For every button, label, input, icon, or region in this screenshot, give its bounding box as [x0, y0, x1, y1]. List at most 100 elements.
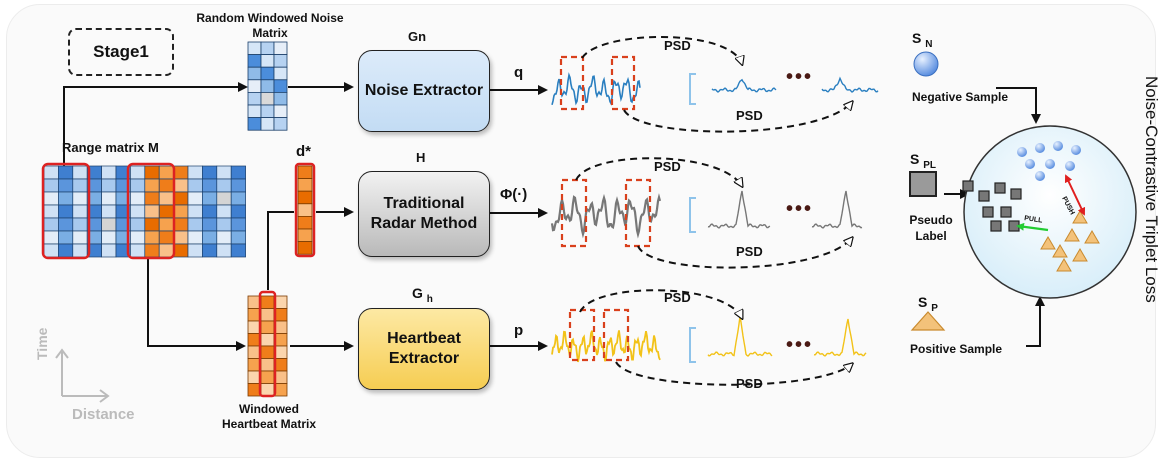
- positive-point: [1064, 228, 1080, 242]
- d-star-label: d*: [296, 143, 311, 160]
- range-matrix-cell: [58, 204, 74, 219]
- range-matrix-cell: [130, 204, 146, 219]
- stage-label: Stage1: [68, 28, 174, 76]
- noise-matrix-cell: [247, 79, 262, 93]
- psd-label-bot-2: PSD: [736, 376, 763, 391]
- line-column-to-dstar: [267, 211, 294, 290]
- range-matrix-cell: [158, 191, 174, 206]
- anchor-point: [962, 180, 974, 192]
- noise-window-2: [610, 55, 636, 111]
- range-matrix-cell: [58, 191, 74, 206]
- positive-point: [1072, 248, 1088, 262]
- noise-extractor-label: Noise Extractor: [364, 82, 484, 99]
- psd-radar-1: [707, 190, 771, 229]
- dstar-cell: [297, 241, 313, 255]
- noise-matrix-cell: [273, 117, 288, 131]
- range-matrix-cell: [43, 204, 59, 219]
- range-matrix-cell: [144, 243, 160, 258]
- range-matrix-cell: [130, 191, 146, 206]
- negative-sample-label: Negative Sample: [912, 90, 1009, 104]
- range-matrix-cell: [216, 191, 232, 206]
- connection-lines: [63, 82, 1045, 351]
- positive-point: [1040, 236, 1056, 250]
- psd-heartbeat-1: [707, 316, 773, 357]
- range-matrix-cell: [187, 178, 203, 193]
- negative-symbol: S N: [912, 30, 933, 50]
- range-matrix-cell: [72, 243, 88, 258]
- anchor-point: [1008, 220, 1020, 232]
- range-matrix-cell: [173, 243, 189, 258]
- positive-point: [1052, 244, 1068, 258]
- range-matrix-cell: [187, 217, 203, 232]
- bracket-mid: [689, 197, 696, 233]
- range-matrix-cell: [158, 243, 174, 258]
- psd-arc-bot-lower: [615, 361, 852, 386]
- range-matrix-cell: [202, 191, 218, 206]
- range-matrix-cell: [43, 178, 59, 193]
- radar-symbol: H: [416, 150, 426, 165]
- range-matrix-cell: [130, 178, 146, 193]
- range-matrix-cell: [43, 191, 59, 206]
- positive-point: [1072, 210, 1088, 224]
- range-matrix-cell: [216, 243, 232, 258]
- range-matrix-cell: [173, 217, 189, 232]
- noise-matrix-cell: [260, 41, 275, 56]
- psd-arc-top-upper: [581, 36, 742, 64]
- ellipsis-mid: •••: [786, 198, 814, 220]
- noise-matrix-cell: [247, 117, 262, 131]
- noise-matrix-cell: [273, 79, 288, 93]
- noise-matrix-cell: [273, 104, 288, 119]
- range-matrix-cell: [158, 165, 174, 180]
- negative-symbol-text: S: [912, 30, 922, 46]
- range-matrix-cell: [158, 204, 174, 219]
- negative-point: [1071, 145, 1081, 155]
- positive-symbol: S P: [918, 294, 938, 314]
- range-matrix-cell: [216, 230, 232, 245]
- bracket-bot: [689, 327, 696, 363]
- range-matrix-cell: [72, 230, 88, 245]
- pull-text: PULL: [1024, 215, 1044, 225]
- range-matrix-cell: [202, 178, 218, 193]
- noise-symbol: Gn: [408, 29, 427, 44]
- range-matrix-cell: [187, 230, 203, 245]
- range-matrix-cell: [130, 243, 146, 258]
- time-distance-axes: [55, 348, 110, 403]
- range-matrix-cell: [144, 191, 160, 206]
- positive-symbol-text: S: [918, 294, 928, 310]
- bracket-top: [689, 73, 696, 105]
- range-matrix-cell: [144, 230, 160, 245]
- range-matrix-cell: [230, 217, 246, 232]
- line-range-to-noise: [63, 82, 248, 166]
- q-output: q: [514, 64, 524, 81]
- dstar-cell: [297, 178, 313, 192]
- time-axis-label: Time: [34, 327, 50, 360]
- dstar-cell: [297, 228, 313, 243]
- range-matrix-title: Range matrix M: [62, 140, 159, 155]
- range-matrix-cell: [101, 230, 117, 245]
- range-matrix-cell: [43, 165, 59, 180]
- line-negative-to-loss: [996, 87, 1041, 124]
- psd-label-top-1: PSD: [664, 38, 691, 53]
- negative-point: [1017, 147, 1027, 157]
- psd-arc-bot-upper: [579, 289, 742, 318]
- range-matrix-cell: [101, 165, 117, 180]
- range-matrix-cell: [173, 165, 189, 180]
- ellipsis-bot: •••: [786, 334, 814, 356]
- range-matrix-cell: [230, 165, 246, 180]
- psd-arcs: [575, 36, 946, 386]
- positive-point: [1084, 230, 1100, 244]
- range-matrix-cell: [173, 191, 189, 206]
- range-matrix-cell: [230, 204, 246, 219]
- range-matrix-cell: [230, 243, 246, 258]
- range-matrix-cell: [101, 191, 117, 206]
- range-matrix-cell: [173, 230, 189, 245]
- range-matrix-cell: [144, 165, 160, 180]
- range-matrix-cell: [72, 204, 88, 219]
- waveforms: [550, 55, 879, 363]
- psd-radar-2: [811, 190, 863, 229]
- noise-window-1: [559, 55, 585, 111]
- range-matrix-cell: [130, 165, 146, 180]
- negative-point: [1045, 159, 1055, 169]
- range-matrix-cell: [58, 243, 74, 258]
